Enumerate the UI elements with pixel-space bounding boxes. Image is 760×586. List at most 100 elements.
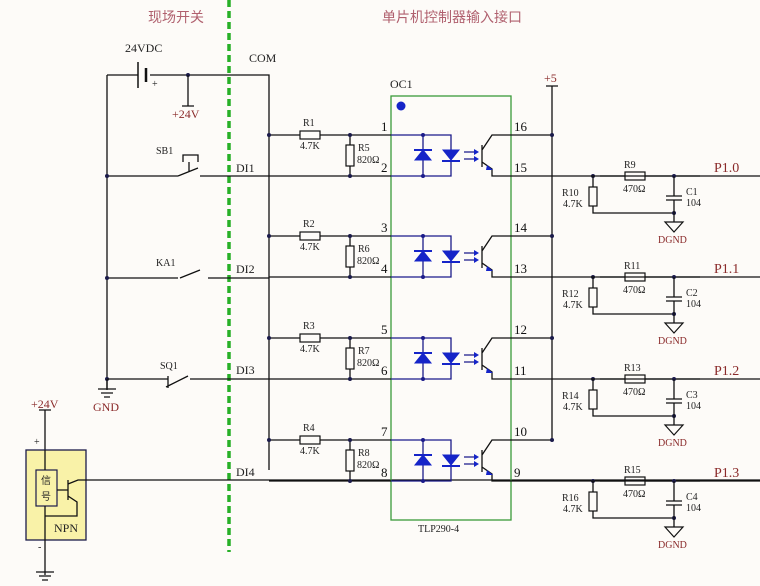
pullup-resistor-value: 4.7K [563,504,584,515]
input-label-di2: DI2 [236,262,255,276]
capacitor-value: 104 [686,401,701,412]
optocoupler-package [390,95,512,521]
shunt-resistor-ref: R6 [358,244,370,255]
sensor-supply-label: +24V [31,397,59,411]
sensor-signal-2: 号 [41,491,51,503]
npn-sensor: +24V + 信 号 NPN - [25,397,760,581]
series-resistor [299,333,321,343]
dgnd-label: DGND [658,540,687,551]
series-resistor-ref: R4 [303,423,315,434]
pin-anode: 7 [381,424,388,439]
output-resistor [624,272,646,282]
dgnd-icon [663,424,685,436]
dgnd-label: DGND [658,438,687,449]
input-label-di1: DI1 [236,161,255,175]
pullup-resistor-value: 4.7K [563,199,584,210]
capacitor-ref: C3 [686,390,698,401]
optocoupler-ref: OC1 [390,77,413,91]
pin-collector: 12 [514,322,527,337]
com-label: COM [249,51,277,65]
plus5-label: +5 [544,71,557,85]
pullup-resistor-ref: R14 [562,391,579,402]
led-icon [441,250,461,262]
pin-collector: 16 [514,119,528,134]
phototransistor-icon [486,470,493,475]
pin-cathode: 8 [381,465,388,480]
series-resistor [299,231,321,241]
switch-label: KA1 [156,258,175,269]
dgnd-label: DGND [658,235,687,246]
channel-3: R3 4.7K R7 820Ω 5 6 12 11 [267,321,760,449]
switch-ka1[interactable]: KA1 [105,258,269,280]
sensor-type-label: NPN [54,521,78,535]
shunt-resistor-value: 820Ω [357,256,379,267]
input-label-di3: DI3 [236,363,255,377]
output-resistor [624,171,646,181]
dgnd-icon [663,526,685,538]
mcu-port-label: P1.3 [714,466,739,481]
channel-1: R1 4.7K R5 820Ω 1 2 16 15 [267,118,760,246]
series-resistor-value: 4.7K [300,242,321,253]
protection-diode-icon [413,454,433,466]
output-resistor-value: 470Ω [623,387,645,398]
capacitor-value: 104 [686,299,701,310]
shunt-resistor-value: 820Ω [357,358,379,369]
switch-label: SB1 [156,146,173,157]
pin-cathode: 2 [381,160,388,175]
phototransistor-icon [486,368,493,373]
pin-anode: 3 [381,220,388,235]
pin-collector: 14 [514,220,528,235]
plus24-label: +24V [172,107,200,121]
output-resistor-value: 470Ω [623,285,645,296]
pullup-resistor-value: 4.7K [563,402,584,413]
shunt-resistor [345,347,355,370]
dgnd-icon [663,221,685,233]
dgnd-label: DGND [658,336,687,347]
mcu-port-label: P1.1 [714,262,739,277]
shunt-resistor-ref: R8 [358,448,370,459]
pullup-resistor [588,186,598,207]
sensor-signal-1: 信 [41,475,51,487]
output-resistor-value: 470Ω [623,489,645,500]
pullup-resistor [588,389,598,410]
channel-2: R2 4.7K R6 820Ω 3 4 14 13 [267,219,760,347]
series-resistor-value: 4.7K [300,344,321,355]
pin-anode: 5 [381,322,388,337]
led-icon [441,454,461,466]
shunt-resistor [345,144,355,167]
phototransistor-icon [486,266,493,271]
supply-circuit: + 24VDC +24V COM GND [93,41,277,470]
pin-emitter: 9 [514,465,521,480]
optocoupler-part: TLP290-4 [418,524,459,535]
pullup-resistor [588,491,598,512]
switch-sb1[interactable]: SB1 [105,146,269,178]
protection-diode-icon [413,250,433,262]
output-resistor [624,476,646,486]
series-resistor-ref: R1 [303,118,315,129]
output-resistor-ref: R15 [624,465,641,476]
shunt-resistor [345,449,355,472]
pin-cathode: 4 [381,261,388,276]
switch-label: SQ1 [160,361,178,372]
shunt-resistor-ref: R5 [358,143,370,154]
capacitor-ref: C2 [686,288,698,299]
input-label-di4: DI4 [236,465,255,479]
gnd-label: GND [93,400,119,414]
mcu-port-label: P1.0 [714,161,739,176]
switch-sq1[interactable]: SQ1 [107,361,269,388]
led-icon [441,149,461,161]
series-resistor-ref: R2 [303,219,315,230]
capacitor-value: 104 [686,503,701,514]
output-resistor-value: 470Ω [623,184,645,195]
pullup-resistor-ref: R16 [562,493,579,504]
pin-emitter: 15 [514,160,527,175]
series-resistor [299,435,321,445]
pullup-resistor-ref: R12 [562,289,579,300]
output-resistor-ref: R9 [624,160,636,171]
capacitor-value: 104 [686,198,701,209]
pin-anode: 1 [381,119,388,134]
sensor-minus: - [38,542,41,553]
shunt-resistor-ref: R7 [358,346,370,357]
pin-emitter: 11 [514,363,527,378]
